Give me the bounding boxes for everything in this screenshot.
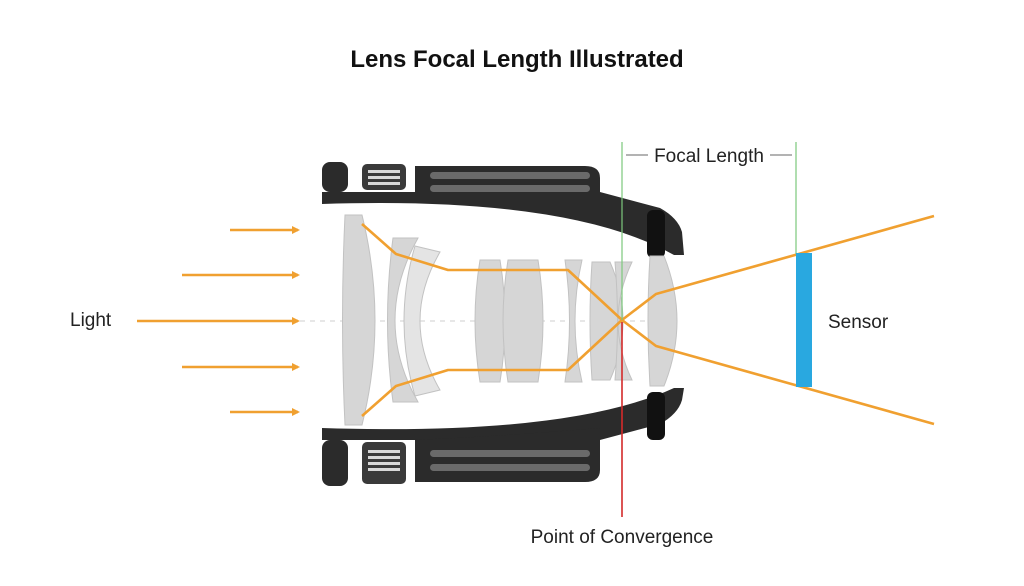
diagram-title: Lens Focal Length Illustrated <box>350 46 683 73</box>
light-label: Light <box>70 310 112 331</box>
incoming-light-arrows <box>137 226 300 416</box>
concave-lens-element <box>564 259 583 383</box>
convergence-label: Point of Convergence <box>531 527 714 548</box>
biconvex-lens-b <box>502 259 544 383</box>
light-rays <box>361 214 935 426</box>
focal-length-label: Focal Length <box>654 146 764 167</box>
sensor <box>796 253 812 387</box>
meniscus-lens-element <box>387 237 419 403</box>
sensor-label: Sensor <box>828 312 889 333</box>
meniscus-lens-inner <box>403 245 441 397</box>
rear-lens-c <box>647 255 678 387</box>
biconvex-lens-a <box>474 259 506 383</box>
lens-elements <box>342 214 678 426</box>
front-lens-element <box>342 214 376 426</box>
lens-barrel-top <box>322 162 684 258</box>
lens-barrel-bottom <box>322 388 684 486</box>
upper-ray <box>361 214 935 322</box>
lower-ray <box>361 318 935 426</box>
